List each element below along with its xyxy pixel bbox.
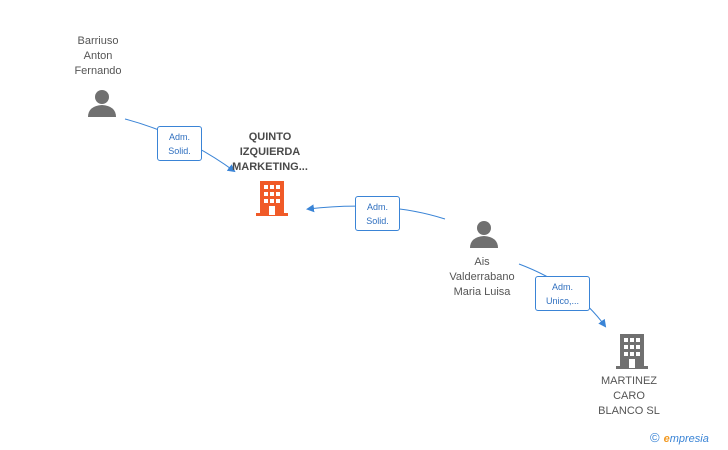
node-label-line: Maria Luisa <box>453 286 511 298</box>
edge-label-line: Solid. <box>168 146 191 156</box>
footer-brand: ©empresia <box>650 430 709 445</box>
node-label-line: Fernando <box>74 65 122 77</box>
brand-logo-letter: e <box>663 433 670 445</box>
edge-label-ais-quinto[interactable]: Adm. Solid. <box>355 196 400 231</box>
node-label-ais: Ais Valderrabano Maria Luisa <box>432 255 532 300</box>
copyright-icon: © <box>650 430 660 445</box>
edge-label-line: Adm. <box>168 132 190 142</box>
node-label-line: Valderrabano <box>449 271 515 283</box>
node-label-line: MARTINEZ <box>600 375 658 387</box>
edge-label-ais-martinez[interactable]: Adm. Unico,... <box>535 276 590 311</box>
node-label-martinez: MARTINEZ CARO BLANCO SL <box>579 374 679 419</box>
edge-label-barriuso-quinto[interactable]: Adm. Solid. <box>157 126 202 161</box>
brand-name: mpresia <box>669 433 709 445</box>
edge-label-line: Solid. <box>366 216 389 226</box>
building-icon-main[interactable] <box>256 181 288 217</box>
person-icon[interactable] <box>469 219 499 249</box>
node-label-line: Ais <box>474 256 490 268</box>
node-label-line: IZQUIERDA <box>239 146 301 158</box>
node-label-line: Anton <box>83 50 113 62</box>
node-label-line: QUINTO <box>248 131 292 143</box>
building-icon[interactable] <box>616 334 648 370</box>
node-label-quinto: QUINTO IZQUIERDA MARKETING... <box>220 130 320 175</box>
person-icon[interactable] <box>87 88 117 118</box>
node-label-barriuso: Barriuso Anton Fernando <box>48 34 148 79</box>
node-label-line: BLANCO SL <box>598 405 660 417</box>
node-label-line: Barriuso <box>77 35 119 47</box>
node-label-line: CARO <box>613 390 645 402</box>
edge-label-line: Adm. <box>366 202 388 212</box>
edge-label-line: Adm. <box>551 282 573 292</box>
edge-label-line: Unico,... <box>545 296 579 306</box>
node-label-line: MARKETING... <box>232 161 308 173</box>
